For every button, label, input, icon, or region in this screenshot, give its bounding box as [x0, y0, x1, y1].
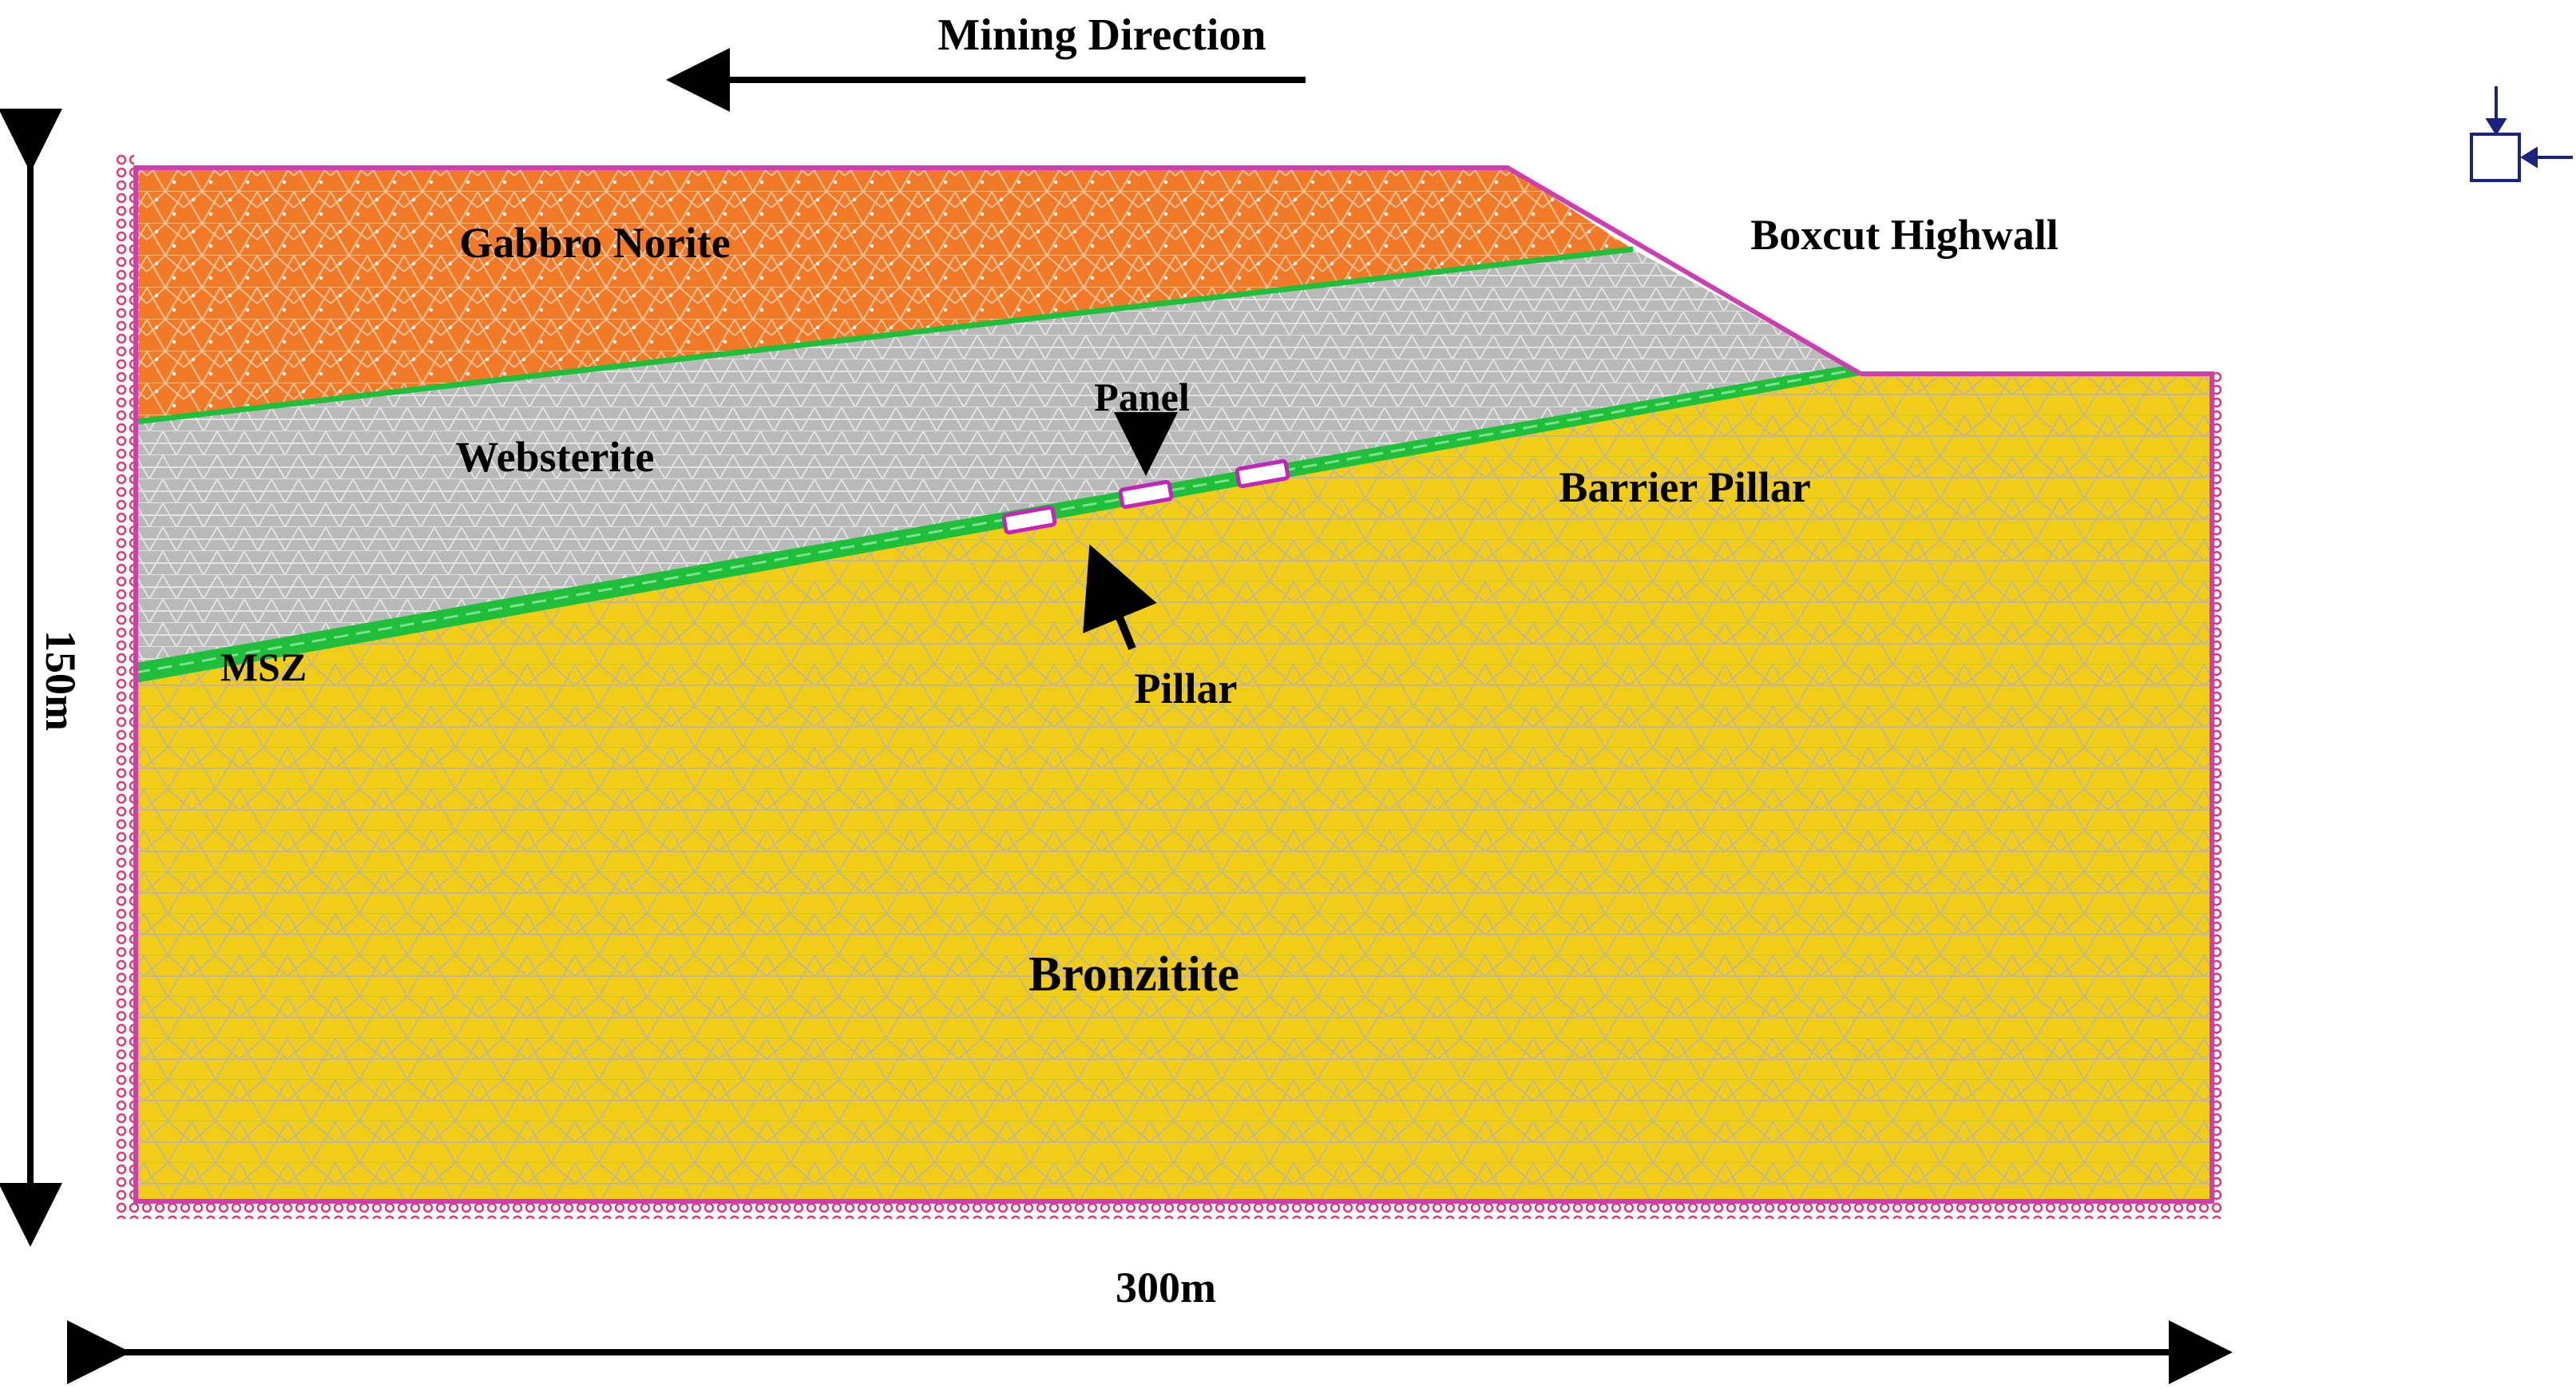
- barrier-pillar-label: Barrier Pillar: [1559, 463, 1810, 511]
- left-boundary-supports: [117, 153, 134, 1216]
- websterite-layer: [136, 249, 1861, 683]
- pillar-label: Pillar: [1135, 665, 1238, 712]
- height-dimension-label: 150m: [37, 630, 85, 731]
- pillar-arrow: [1083, 544, 1157, 650]
- panel-opening: [1118, 479, 1174, 510]
- boxcut-highwall-label: Boxcut Highwall: [1750, 211, 2059, 259]
- support-condition-icon: [2470, 86, 2573, 182]
- panel-label: Panel: [1094, 375, 1190, 419]
- gabbro-norite-label: Gabbro Norite: [459, 219, 730, 267]
- gabbro-norite-layer: [136, 168, 1633, 422]
- msz-seam: [136, 366, 1861, 683]
- panels: [1001, 458, 1290, 535]
- panel-opening: [1234, 458, 1290, 489]
- bottom-boundary-supports: [117, 1201, 2225, 1219]
- model-boundary: [133, 165, 2214, 1204]
- bronzitite-label: Bronzitite: [1028, 947, 1239, 1002]
- gabbro-websterite-contact: [135, 246, 1634, 425]
- msz-label: MSZ: [220, 645, 307, 689]
- width-dimension-label: 300m: [1116, 1264, 1216, 1312]
- mining-direction-label: Mining Direction: [937, 10, 1266, 60]
- panel-opening: [1001, 505, 1057, 535]
- bronzitite-layer: [136, 374, 2212, 1201]
- websterite-label: Websterite: [456, 433, 655, 481]
